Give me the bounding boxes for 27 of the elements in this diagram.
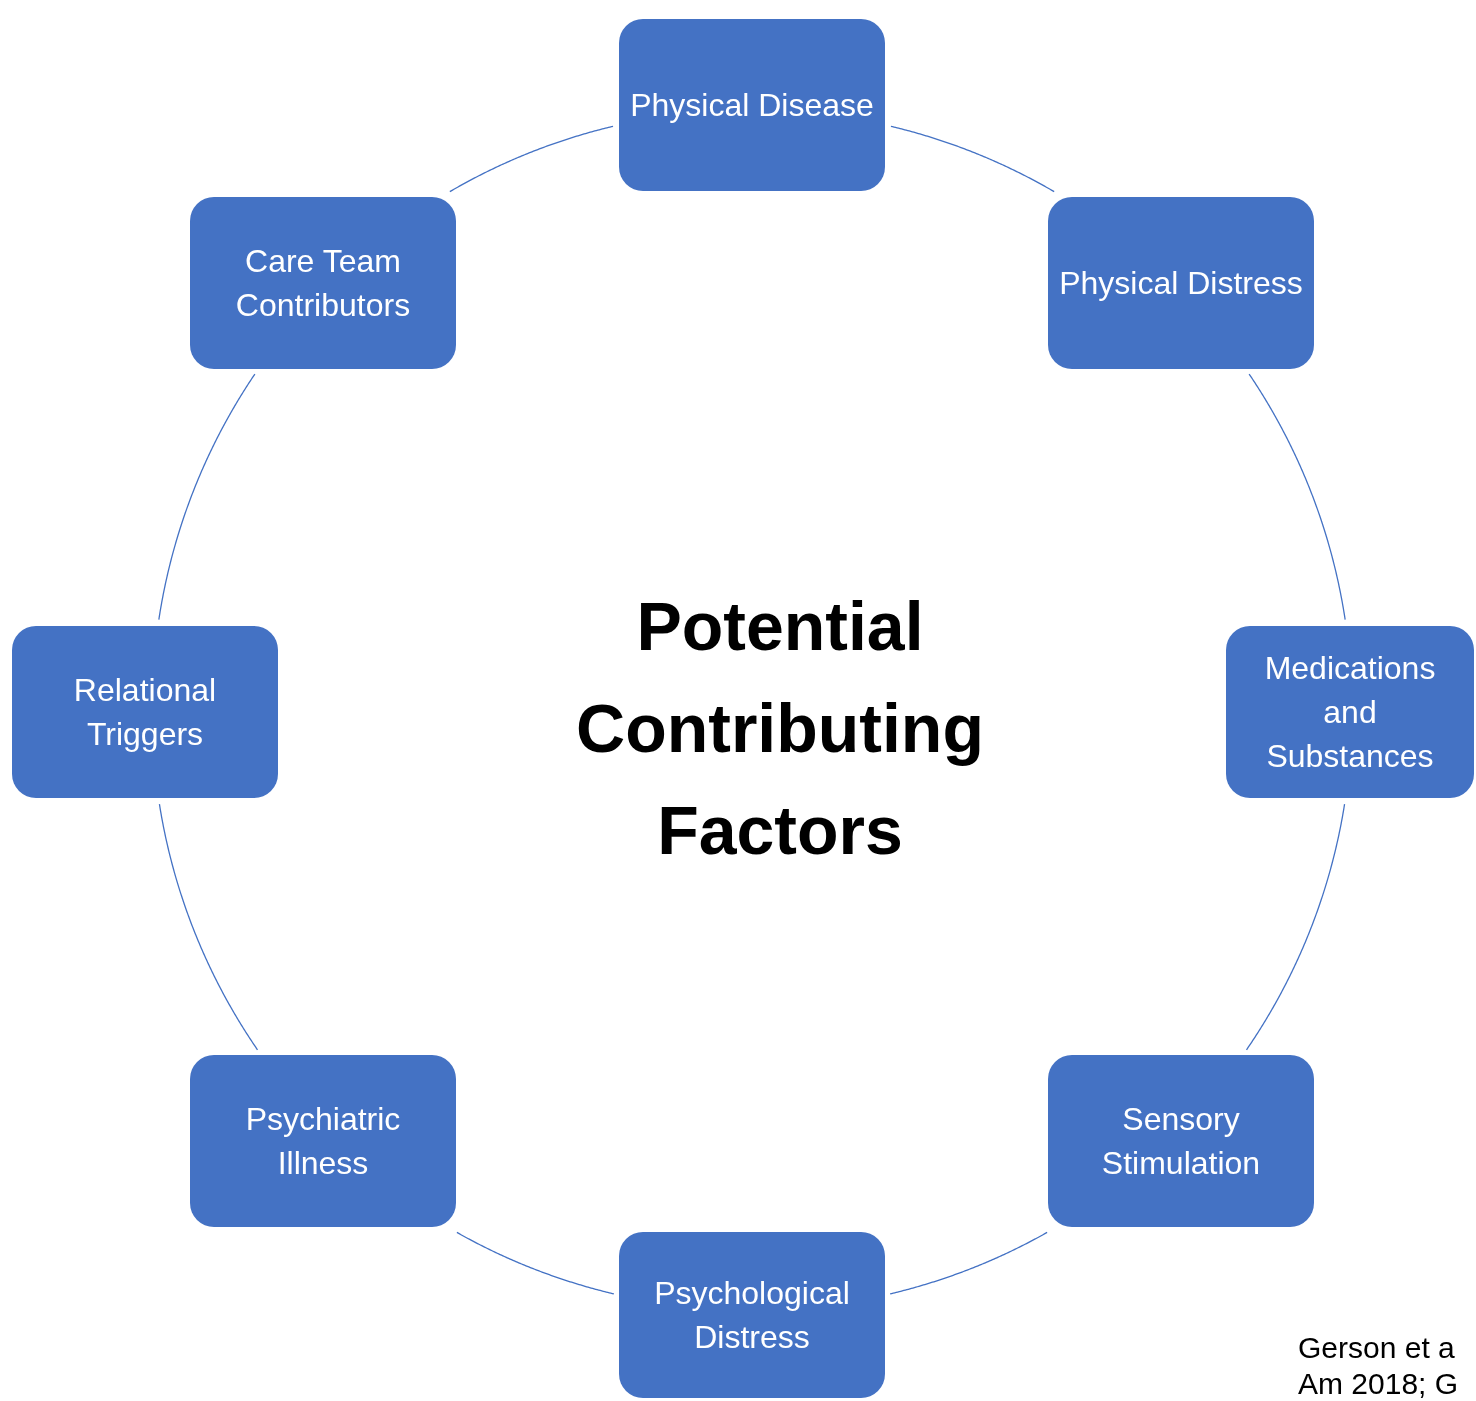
factor-box: [190, 1055, 456, 1227]
connector-line: [456, 1231, 615, 1295]
connector-line: [158, 373, 256, 621]
factor-box: [190, 197, 456, 369]
factor-box: [12, 626, 278, 798]
connector-line: [889, 1231, 1048, 1295]
factor-label: Physical Disease: [630, 86, 874, 125]
factor-label: Relational Triggers: [72, 671, 218, 754]
connector-line: [890, 125, 1055, 193]
factor-label: Care Team Contributors: [234, 242, 412, 325]
factor-box: [1048, 197, 1314, 369]
factor-label: Physical Distress: [1059, 264, 1303, 303]
factor-label: Psychiatric Illness: [244, 1100, 402, 1183]
connector-line: [449, 125, 614, 193]
factor-box: [1048, 1055, 1314, 1227]
factor-box: [619, 1232, 885, 1398]
citation-text: Am 2018; G: [1298, 1366, 1459, 1401]
factor-label: Sensory Stimulation: [1100, 1100, 1262, 1183]
factor-label: Medications and Substances: [1263, 649, 1437, 776]
factor-box: [1226, 626, 1474, 798]
connector-line: [158, 803, 259, 1051]
connector-line: [1248, 373, 1346, 621]
citation-text: Gerson et a: [1298, 1330, 1455, 1366]
connector-line: [1245, 803, 1346, 1051]
factor-label: Psychological Distress: [653, 1274, 851, 1357]
factor-box: [619, 19, 885, 191]
diagram-title: Potential Contributing Factors: [575, 587, 985, 870]
